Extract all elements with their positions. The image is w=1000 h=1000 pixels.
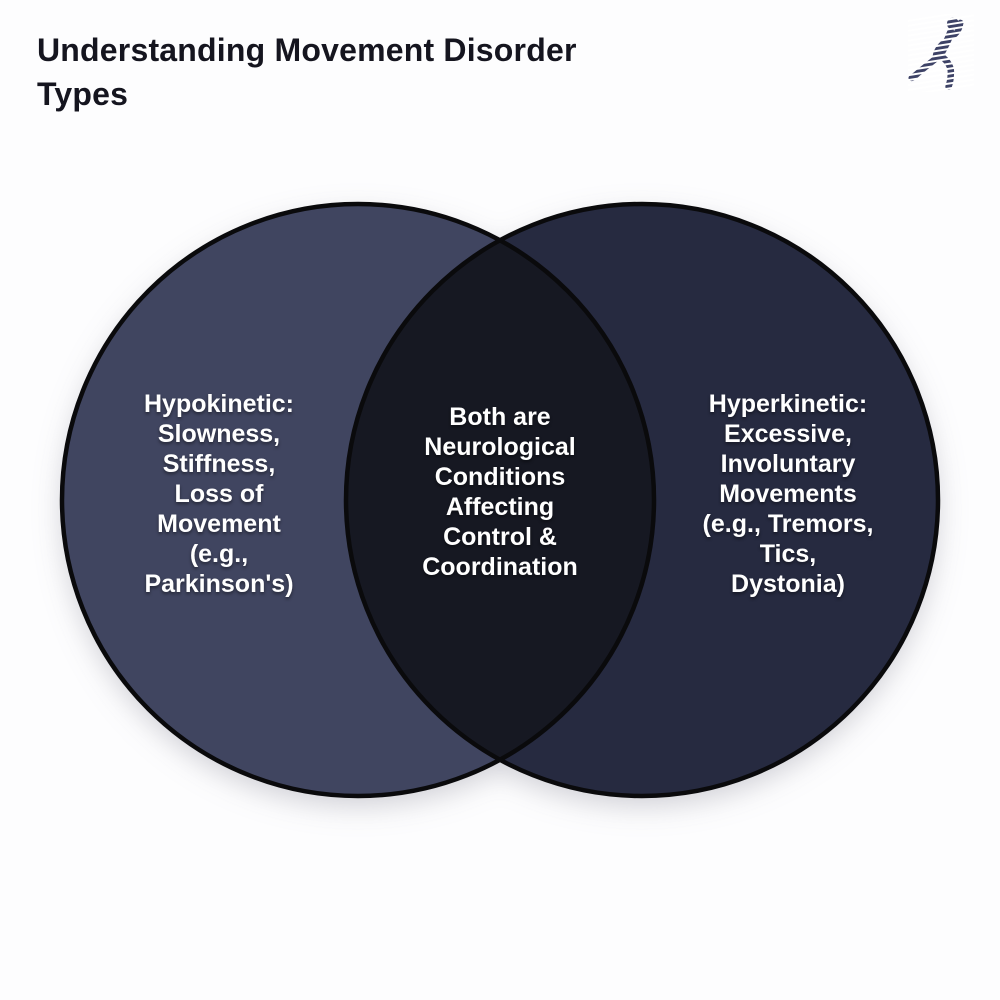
venn-right-outline bbox=[343, 201, 941, 799]
venn-overlap-label: Both are Neurological Conditions Affecti… bbox=[422, 403, 578, 581]
page-title: Understanding Movement Disorder Types bbox=[37, 32, 577, 112]
runner-logo bbox=[908, 14, 974, 92]
venn-left-outline bbox=[59, 201, 657, 799]
logo-stripes bbox=[908, 14, 974, 92]
venn-right-label: Hyperkinetic: Excessive, Involuntary Mov… bbox=[702, 390, 874, 598]
venn-overlap-region bbox=[346, 204, 654, 796]
venn-left-label: Hypokinetic: Slowness, Stiffness, Loss o… bbox=[143, 390, 295, 598]
